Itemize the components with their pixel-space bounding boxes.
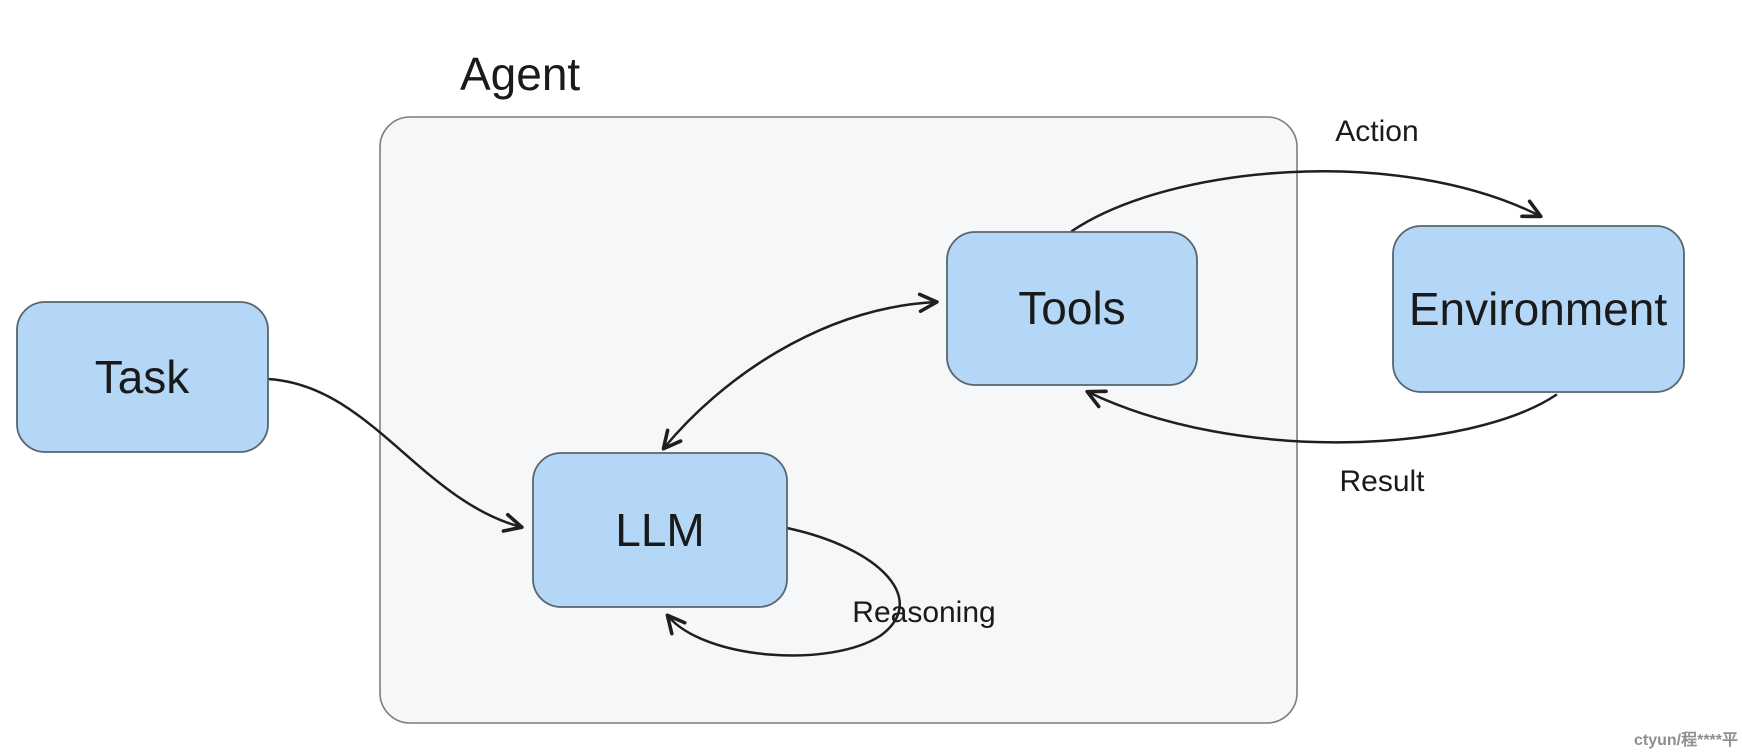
agent-title-label: Agent xyxy=(460,48,580,100)
tools-node-label: Tools xyxy=(1018,282,1125,334)
result-edge-label: Result xyxy=(1339,465,1425,498)
task-node-box xyxy=(16,301,269,453)
action-arrow xyxy=(1070,170,1543,233)
environment-node: Environment xyxy=(1392,225,1685,393)
task-to-llm-arrow xyxy=(266,377,524,533)
result-arrow xyxy=(1085,389,1558,444)
llm-node-box xyxy=(532,452,788,608)
watermark-text: ctyun/程****平 xyxy=(1634,731,1738,749)
tools-node: Tools xyxy=(946,231,1198,386)
environment-node-label: Environment xyxy=(1409,283,1667,335)
reasoning-edge-label: Reasoning xyxy=(852,596,995,629)
reasoning-self-loop-arrow xyxy=(665,526,901,657)
llm-node: LLM xyxy=(532,452,788,608)
action-edge-label: Action xyxy=(1335,115,1418,148)
llm-tools-bidirectional-arrow xyxy=(661,292,939,451)
task-node: Task xyxy=(16,301,269,453)
llm-node-label: LLM xyxy=(615,504,704,556)
task-node-label: Task xyxy=(95,351,191,403)
tools-node-box xyxy=(946,231,1198,386)
environment-node-box xyxy=(1392,225,1685,393)
